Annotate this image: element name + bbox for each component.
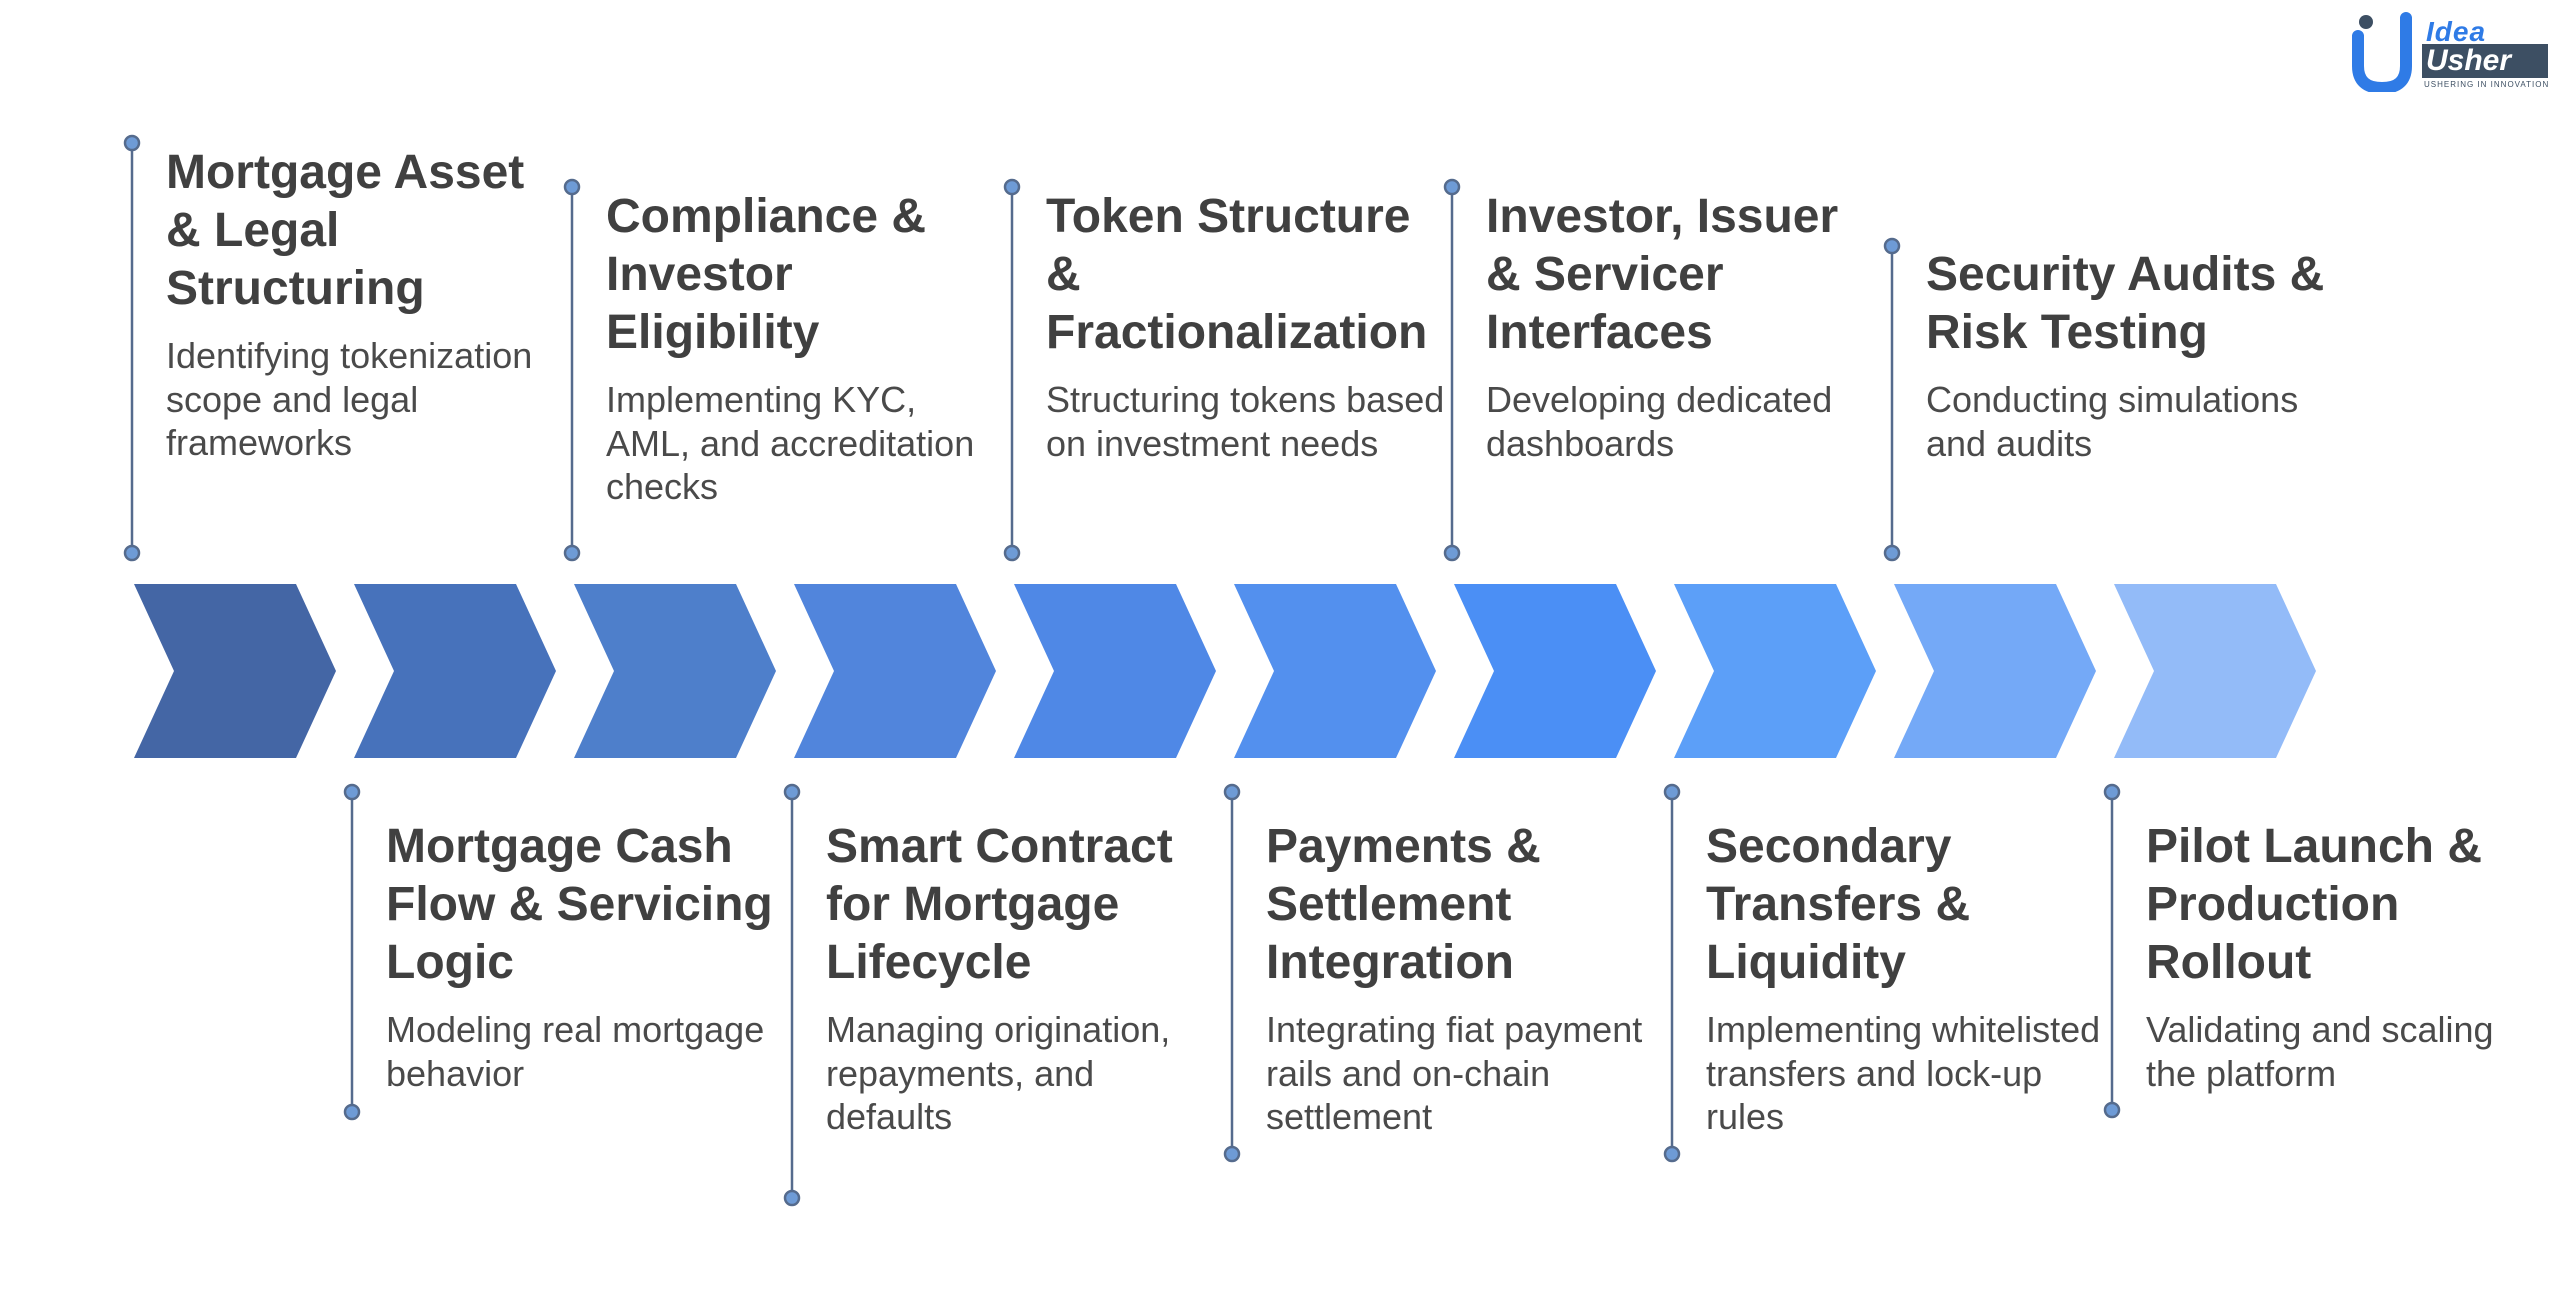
connector-step-4 <box>783 783 801 1207</box>
step-title: Mortgage Asset & Legal Structuring <box>166 146 525 315</box>
connector-step-6 <box>1223 783 1241 1163</box>
connector-step-10 <box>2103 783 2121 1119</box>
step-10: Pilot Launch & Production Rollout Valida… <box>2146 818 2546 1095</box>
logo-word-idea: Idea <box>2426 16 2487 47</box>
connector-step-2 <box>343 783 361 1121</box>
step-title: Investor, Issuer & Servicer Interfaces <box>1486 190 1839 359</box>
connector-step-8 <box>1663 783 1681 1163</box>
step-title: Compliance & Investor Eligibility <box>606 190 927 359</box>
chevron-step-2 <box>354 584 556 758</box>
step-description: Validating and scaling the platform <box>2146 1009 2494 1094</box>
step-title: Mortgage Cash Flow & Servicing Logic <box>386 820 773 989</box>
step-5: Token Structure & Fractionalization Stru… <box>1046 188 1446 465</box>
connector-step-5 <box>1003 178 1021 562</box>
step-description: Identifying tokenization scope and legal… <box>166 335 533 463</box>
chevron-step-1 <box>134 584 336 758</box>
step-description: Modeling real mortgage behavior <box>386 1009 765 1094</box>
chevron-step-6 <box>1234 584 1436 758</box>
step-6: Payments & Settlement Integration Integr… <box>1266 818 1666 1139</box>
step-9: Security Audits & Risk Testing Conductin… <box>1926 246 2326 465</box>
chevron-step-4 <box>794 584 996 758</box>
step-title: Smart Contract for Mortgage Lifecycle <box>826 820 1173 989</box>
chevron-step-5 <box>1014 584 1216 758</box>
step-1: Mortgage Asset & Legal Structuring Ident… <box>166 144 566 465</box>
step-description: Integrating fiat payment rails and on-ch… <box>1266 1009 1643 1137</box>
chevron-step-7 <box>1454 584 1656 758</box>
connector-step-3 <box>563 178 581 562</box>
step-description: Implementing whitelisted transfers and l… <box>1706 1009 2101 1137</box>
step-7: Investor, Issuer & Servicer Interfaces D… <box>1486 188 1886 465</box>
step-description: Conducting simulations and audits <box>1926 379 2299 464</box>
connector-step-9 <box>1883 237 1901 562</box>
company-logo: Idea Usher USHERING IN INNOVATION <box>2352 10 2552 95</box>
chevron-step-3 <box>574 584 776 758</box>
connector-step-7 <box>1443 178 1461 562</box>
step-title: Secondary Transfers & Liquidity <box>1706 820 1971 989</box>
chevron-step-9 <box>1894 584 2096 758</box>
step-title: Security Audits & Risk Testing <box>1926 248 2325 359</box>
chevron-step-8 <box>1674 584 1876 758</box>
logo-word-usher: Usher <box>2422 44 2548 78</box>
step-description: Managing origination, repayments, and de… <box>826 1009 1171 1137</box>
logo-u-icon <box>2352 12 2412 95</box>
step-8: Secondary Transfers & Liquidity Implemen… <box>1706 818 2106 1139</box>
step-title: Pilot Launch & Production Rollout <box>2146 820 2482 989</box>
step-description: Structuring tokens based on investment n… <box>1046 379 1445 464</box>
step-3: Compliance & Investor Eligibility Implem… <box>606 188 1006 509</box>
chevron-step-10 <box>2114 584 2316 758</box>
step-description: Developing dedicated dashboards <box>1486 379 1833 464</box>
logo-tagline: USHERING IN INNOVATION <box>2424 80 2550 89</box>
step-2: Mortgage Cash Flow & Servicing Logic Mod… <box>386 818 786 1095</box>
connector-step-1 <box>123 134 141 562</box>
step-4: Smart Contract for Mortgage Lifecycle Ma… <box>826 818 1226 1139</box>
step-description: Implementing KYC, AML, and accreditation… <box>606 379 975 507</box>
step-title: Payments & Settlement Integration <box>1266 820 1541 989</box>
step-title: Token Structure & Fractionalization <box>1046 190 1428 359</box>
